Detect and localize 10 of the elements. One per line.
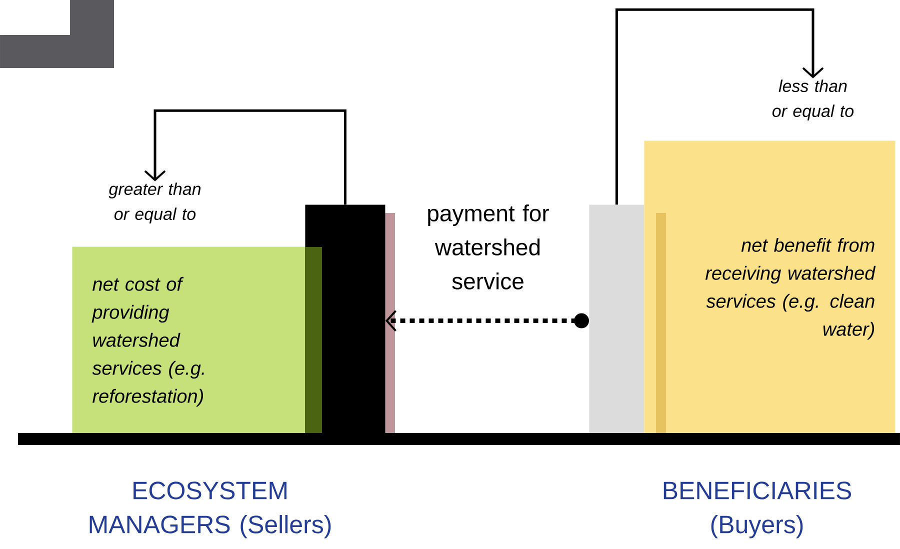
group-label: ECOSYSTEM MANAGERS (Sellers): [90, 482, 331, 538]
value-box: net cost of providing watershed services (e.g. reforestation): [72, 246, 322, 437]
group-label: BENEFICIARIES (Buyers): [664, 482, 851, 538]
value-box: net benefit from receiving watershed services (e.g. clean water): [644, 140, 896, 437]
comparison-note: less than or equal to: [772, 80, 854, 120]
arrow: [615, 8, 824, 205]
edge-label: payment for watershed service: [398, 202, 578, 292]
arrow: [385, 310, 589, 332]
arrow: [144, 109, 346, 205]
comparison-note: greater than or equal to: [108, 182, 201, 224]
